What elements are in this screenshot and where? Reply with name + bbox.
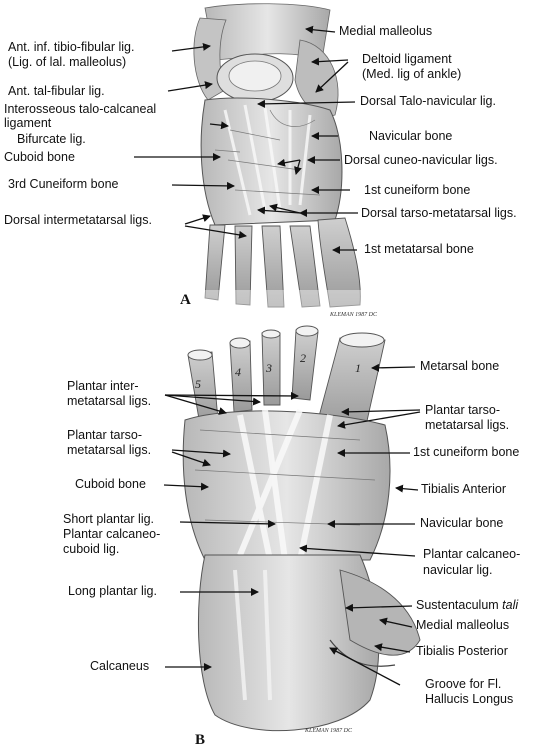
label-dorsal-tarso-metatarsal: Dorsal tarso-metatarsal ligs.: [361, 206, 517, 220]
label-groove-line1: Groove for Fl.: [425, 677, 502, 691]
label-navicular-a: Navicular bone: [369, 129, 453, 143]
label-plantar-calcaneo-navicular-line1: Plantar calcaneo-: [423, 547, 521, 561]
digit-2-number: 2: [300, 351, 306, 365]
label-ant-tal-fibular: Ant. tal-fibular lig.: [8, 84, 105, 98]
label-dorsal-cuneo-navicular: Dorsal cuneo-navicular ligs.: [344, 153, 498, 167]
label-ant-inf-tibiofibular-line2: (Lig. of lal. malleolus): [8, 55, 127, 69]
sustentaculum-word: Sustentaculum: [416, 598, 499, 612]
panel-a-foot-dorsal: [193, 3, 375, 310]
label-plantar-calcaneo-cuboid-line2: cuboid lig.: [63, 542, 120, 556]
panel-a-bottom-fade: [195, 290, 375, 310]
label-plantar-calcaneo-navicular-line2: navicular lig.: [423, 563, 493, 577]
label-deltoid-line1: Deltoid ligament: [362, 52, 452, 66]
label-interosseous-line1: Interosseous talo-calcaneal: [4, 102, 157, 116]
label-sustentaculum: Sustentaculum tali: [416, 598, 518, 613]
label-first-metatarsal: 1st metatarsal bone: [364, 242, 474, 256]
sustentaculum-italic-word: tali: [502, 598, 519, 612]
label-medial-malleolus-b: Medial malleolus: [416, 618, 510, 632]
metatarsals-b: [187, 329, 386, 431]
label-first-cuneiform-a: 1st cuneiform bone: [364, 183, 471, 197]
label-calcaneus: Calcaneus: [90, 659, 150, 673]
panel-a-letter: A: [180, 292, 191, 308]
talus-head: [228, 60, 282, 92]
label-plantar-calcaneo-cuboid-line1: Plantar calcaneo-: [63, 527, 161, 541]
metatarsals-a: [204, 217, 361, 308]
label-dorsal-intermetatarsal: Dorsal intermetatarsal ligs.: [4, 213, 152, 227]
label-long-plantar: Long plantar lig.: [68, 584, 157, 598]
digit-3-number: 3: [265, 361, 272, 375]
label-interosseous-line2: ligament: [4, 116, 52, 130]
digit-4-number: 4: [235, 365, 241, 379]
label-third-cuneiform: 3rd Cuneiform bone: [8, 177, 119, 191]
label-tibialis-posterior: Tibialis Posterior: [416, 644, 508, 658]
label-plantar-tarso-left-line2: metatarsal ligs.: [67, 443, 152, 457]
leader-lines-b: [163, 363, 421, 686]
digit-1-number: 1: [355, 361, 361, 375]
label-first-cuneiform-b: 1st cuneiform bone: [413, 445, 520, 459]
label-plantar-tarso-right-line2: metatarsal ligs.: [425, 418, 510, 432]
label-groove-line2: Hallucis Longus: [425, 692, 514, 706]
label-short-plantar: Short plantar lig.: [63, 512, 155, 526]
tarsals-b-shape: [182, 410, 391, 561]
digit-5-number: 5: [195, 377, 201, 391]
panel-b-letter: B: [195, 732, 206, 748]
label-cuboid-a: Cuboid bone: [4, 150, 75, 164]
label-deltoid-line2: (Med. lig of ankle): [362, 67, 462, 81]
label-plantar-intermetatarsal-line1: Plantar inter-: [67, 379, 139, 393]
label-ant-inf-tibiofibular-line1: Ant. inf. tibio-fibular lig.: [8, 40, 135, 54]
label-bifurcate: Bifurcate lig.: [17, 132, 86, 146]
label-medial-malleolus-a: Medial malleolus: [339, 24, 433, 38]
sustentaculum-shape: [339, 569, 421, 656]
label-metarsal: Metarsal bone: [420, 359, 500, 373]
leader-lines-a: [134, 25, 358, 254]
panel-b-signature: KLEMAN 1987 DC: [305, 728, 353, 734]
label-plantar-tarso-right-line1: Plantar tarso-: [425, 403, 501, 417]
medial-malleolus-shape: [294, 39, 339, 117]
panel-b-foot-plantar: 5 4 3 2 1: [182, 325, 421, 732]
panel-a-signature: KLEMAN 1987 DC: [330, 312, 378, 318]
label-cuboid-b: Cuboid bone: [75, 477, 146, 491]
label-dorsal-talo-navicular: Dorsal Talo-navicular lig.: [360, 94, 496, 108]
label-plantar-intermetatarsal-line2: metatarsal ligs.: [67, 394, 152, 408]
label-plantar-tarso-left-line1: Plantar tarso-: [67, 428, 143, 442]
label-navicular-b: Navicular bone: [420, 516, 504, 530]
label-tibialis-anterior: Tibialis Anterior: [421, 482, 506, 496]
